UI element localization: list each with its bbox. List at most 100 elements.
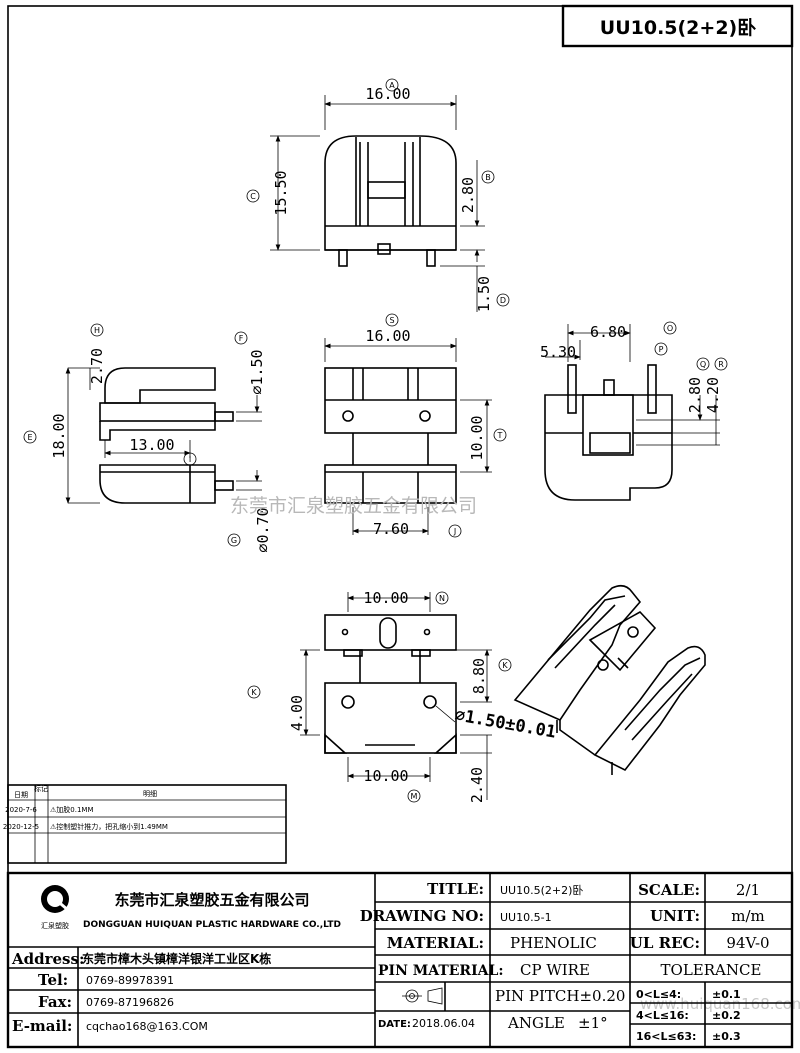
company-logo (41, 885, 69, 913)
address-value: 东莞市樟木头镇樟洋银洋工业区K栋 (82, 951, 271, 966)
tol1-value: ±0.1 (712, 988, 741, 1001)
rev-row2-desc: ⚠控制塑针推力，把孔缩小到1.49MM (50, 822, 168, 831)
fax-label: Fax: (38, 993, 72, 1011)
material-value: PHENOLIC (510, 934, 597, 952)
tel-label: Tel: (38, 971, 68, 989)
bottom-view (324, 614, 457, 754)
tag-a: A (389, 81, 395, 90)
tag-e: E (27, 433, 32, 442)
dim-e: 18.00 (50, 413, 68, 458)
pin-material-value: CP WIRE (520, 961, 590, 979)
tol3-value: ±0.3 (712, 1030, 741, 1043)
tag-b: B (485, 173, 491, 182)
rev-col-mark: 标记 (34, 784, 48, 793)
tag-f: F (239, 334, 244, 343)
projection-symbol-icon (402, 987, 443, 1005)
dim-m2: 2.40 (468, 767, 486, 803)
tag-n: N (439, 594, 445, 603)
address-label: Address: (11, 950, 85, 968)
fax-value: 0769-87196826 (86, 996, 174, 1009)
date-value: 2018.06.04 (412, 1017, 475, 1030)
tag-r: R (718, 360, 724, 369)
rev-col-desc: 明细 (143, 789, 157, 798)
tol1-range: 0<L≤4: (636, 988, 681, 1001)
email-label: E-mail: (12, 1017, 72, 1035)
tag-g: G (231, 536, 237, 545)
isometric-view (513, 584, 706, 775)
dim-i: 13.00 (129, 436, 174, 454)
email-value: cqchao168@163.COM (86, 1020, 208, 1033)
dim-d: 1.50 (475, 276, 493, 312)
rev-row1-date: 2020-7-6 (5, 806, 37, 814)
tag-j: J (453, 527, 456, 536)
material-label: MATERIAL: (387, 934, 484, 952)
pin-pitch: PIN PITCH±0.20 (495, 987, 625, 1005)
dim-o: 6.80 (590, 323, 626, 341)
front-view (324, 135, 457, 267)
tag-p: P (659, 345, 664, 354)
dim-a-width: 16.00 (365, 85, 410, 103)
dim-k1: 8.80 (470, 658, 488, 694)
tag-k-left: K (251, 688, 257, 697)
dim-b: 2.80 (459, 177, 477, 213)
dim-hole: ⌀1.50±0.01 (453, 705, 557, 742)
dim-h: 2.70 (88, 348, 106, 384)
dim-t: 10.00 (468, 415, 486, 460)
part-title: UU10.5(2+2)卧 (600, 17, 756, 39)
dim-r: 4.20 (704, 377, 722, 413)
watermark: 东莞市汇泉塑胶五金有限公司 (230, 495, 477, 517)
scale-label: SCALE: (638, 881, 700, 899)
dim-j: 7.60 (373, 520, 409, 538)
dim-g: ⌀0.70 (254, 507, 272, 552)
side-view (99, 367, 234, 504)
tag-m: M (411, 792, 418, 801)
company-name-cn: 东莞市汇泉塑胶五金有限公司 (114, 891, 309, 909)
tol2-range: 4<L≤16: (636, 1009, 689, 1022)
scale-value: 2/1 (736, 881, 760, 899)
rev-row2-date: 2020-12-5 (3, 823, 39, 831)
tel-value: 0769-89978391 (86, 974, 174, 987)
tag-s: S (389, 316, 394, 325)
tag-i: I (189, 455, 191, 464)
title-block (6, 871, 794, 1049)
rev-row1-desc: ⚠加胶0.1MM (50, 805, 94, 814)
dim-n: 10.00 (363, 589, 408, 607)
tag-h: H (94, 326, 100, 335)
unit-label: UNIT: (650, 907, 700, 925)
tolerance-label: TOLERANCE (661, 961, 762, 979)
logo-text: 汇泉塑胶 (41, 921, 69, 930)
date-label: DATE: (378, 1019, 411, 1030)
drawing-no-value: UU10.5-1 (500, 911, 552, 924)
dim-q: 2.80 (686, 377, 704, 413)
pin-material-label: PIN MATERIAL: (378, 963, 504, 979)
tol2-value: ±0.2 (712, 1009, 741, 1022)
dim-m: 10.00 (363, 767, 408, 785)
ul-rec-value: 94V-0 (726, 934, 769, 952)
watermark-url: www.huiquan168.com (640, 995, 800, 1013)
tol3-range: 16<L≤63: (636, 1030, 696, 1043)
tag-d: D (500, 296, 506, 305)
title-tab (561, 4, 794, 48)
dim-p: 5.30 (540, 343, 576, 361)
revision-table (7, 784, 287, 864)
title-value: UU10.5(2+2)卧 (500, 884, 583, 897)
angle-value: ±1° (578, 1014, 608, 1032)
drawing-no-label: DRAWING NO: (360, 907, 484, 925)
top-view (324, 367, 457, 504)
dim-c-height: 15.50 (272, 170, 290, 215)
tag-o: O (667, 324, 673, 333)
ul-rec-label: UL REC: (630, 934, 700, 952)
section-view (544, 364, 673, 501)
tag-k-right: K (502, 661, 508, 670)
unit-value: m/m (731, 907, 765, 925)
dim-f: ⌀1.50 (248, 349, 266, 394)
tag-q: Q (700, 360, 706, 369)
tag-c: C (250, 192, 256, 201)
angle-label: ANGLE (507, 1014, 565, 1032)
dim-k2: 4.00 (288, 695, 306, 731)
rev-col-date: 日期 (14, 791, 28, 799)
dim-s-width: 16.00 (365, 327, 410, 345)
tag-t: T (497, 431, 503, 440)
